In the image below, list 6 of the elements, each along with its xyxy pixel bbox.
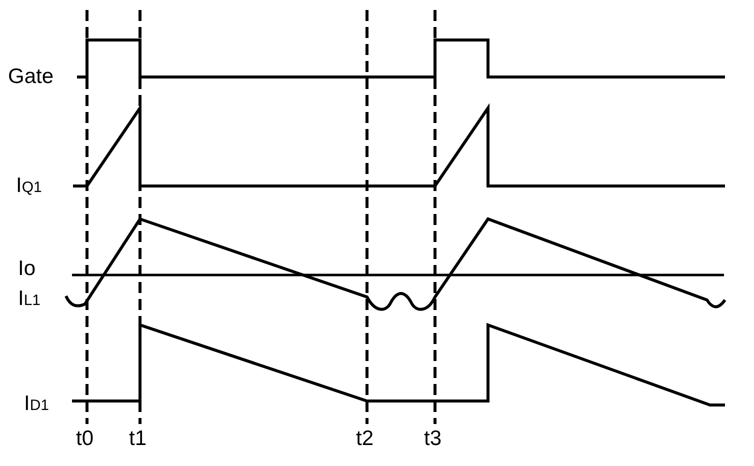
time-label: t0 <box>76 428 94 449</box>
time-label: t2 <box>356 428 374 449</box>
time-label: t1 <box>129 428 147 449</box>
time-label: t3 <box>424 428 442 449</box>
signal-name: Gate <box>8 66 54 87</box>
signal-name: Io <box>18 258 36 279</box>
